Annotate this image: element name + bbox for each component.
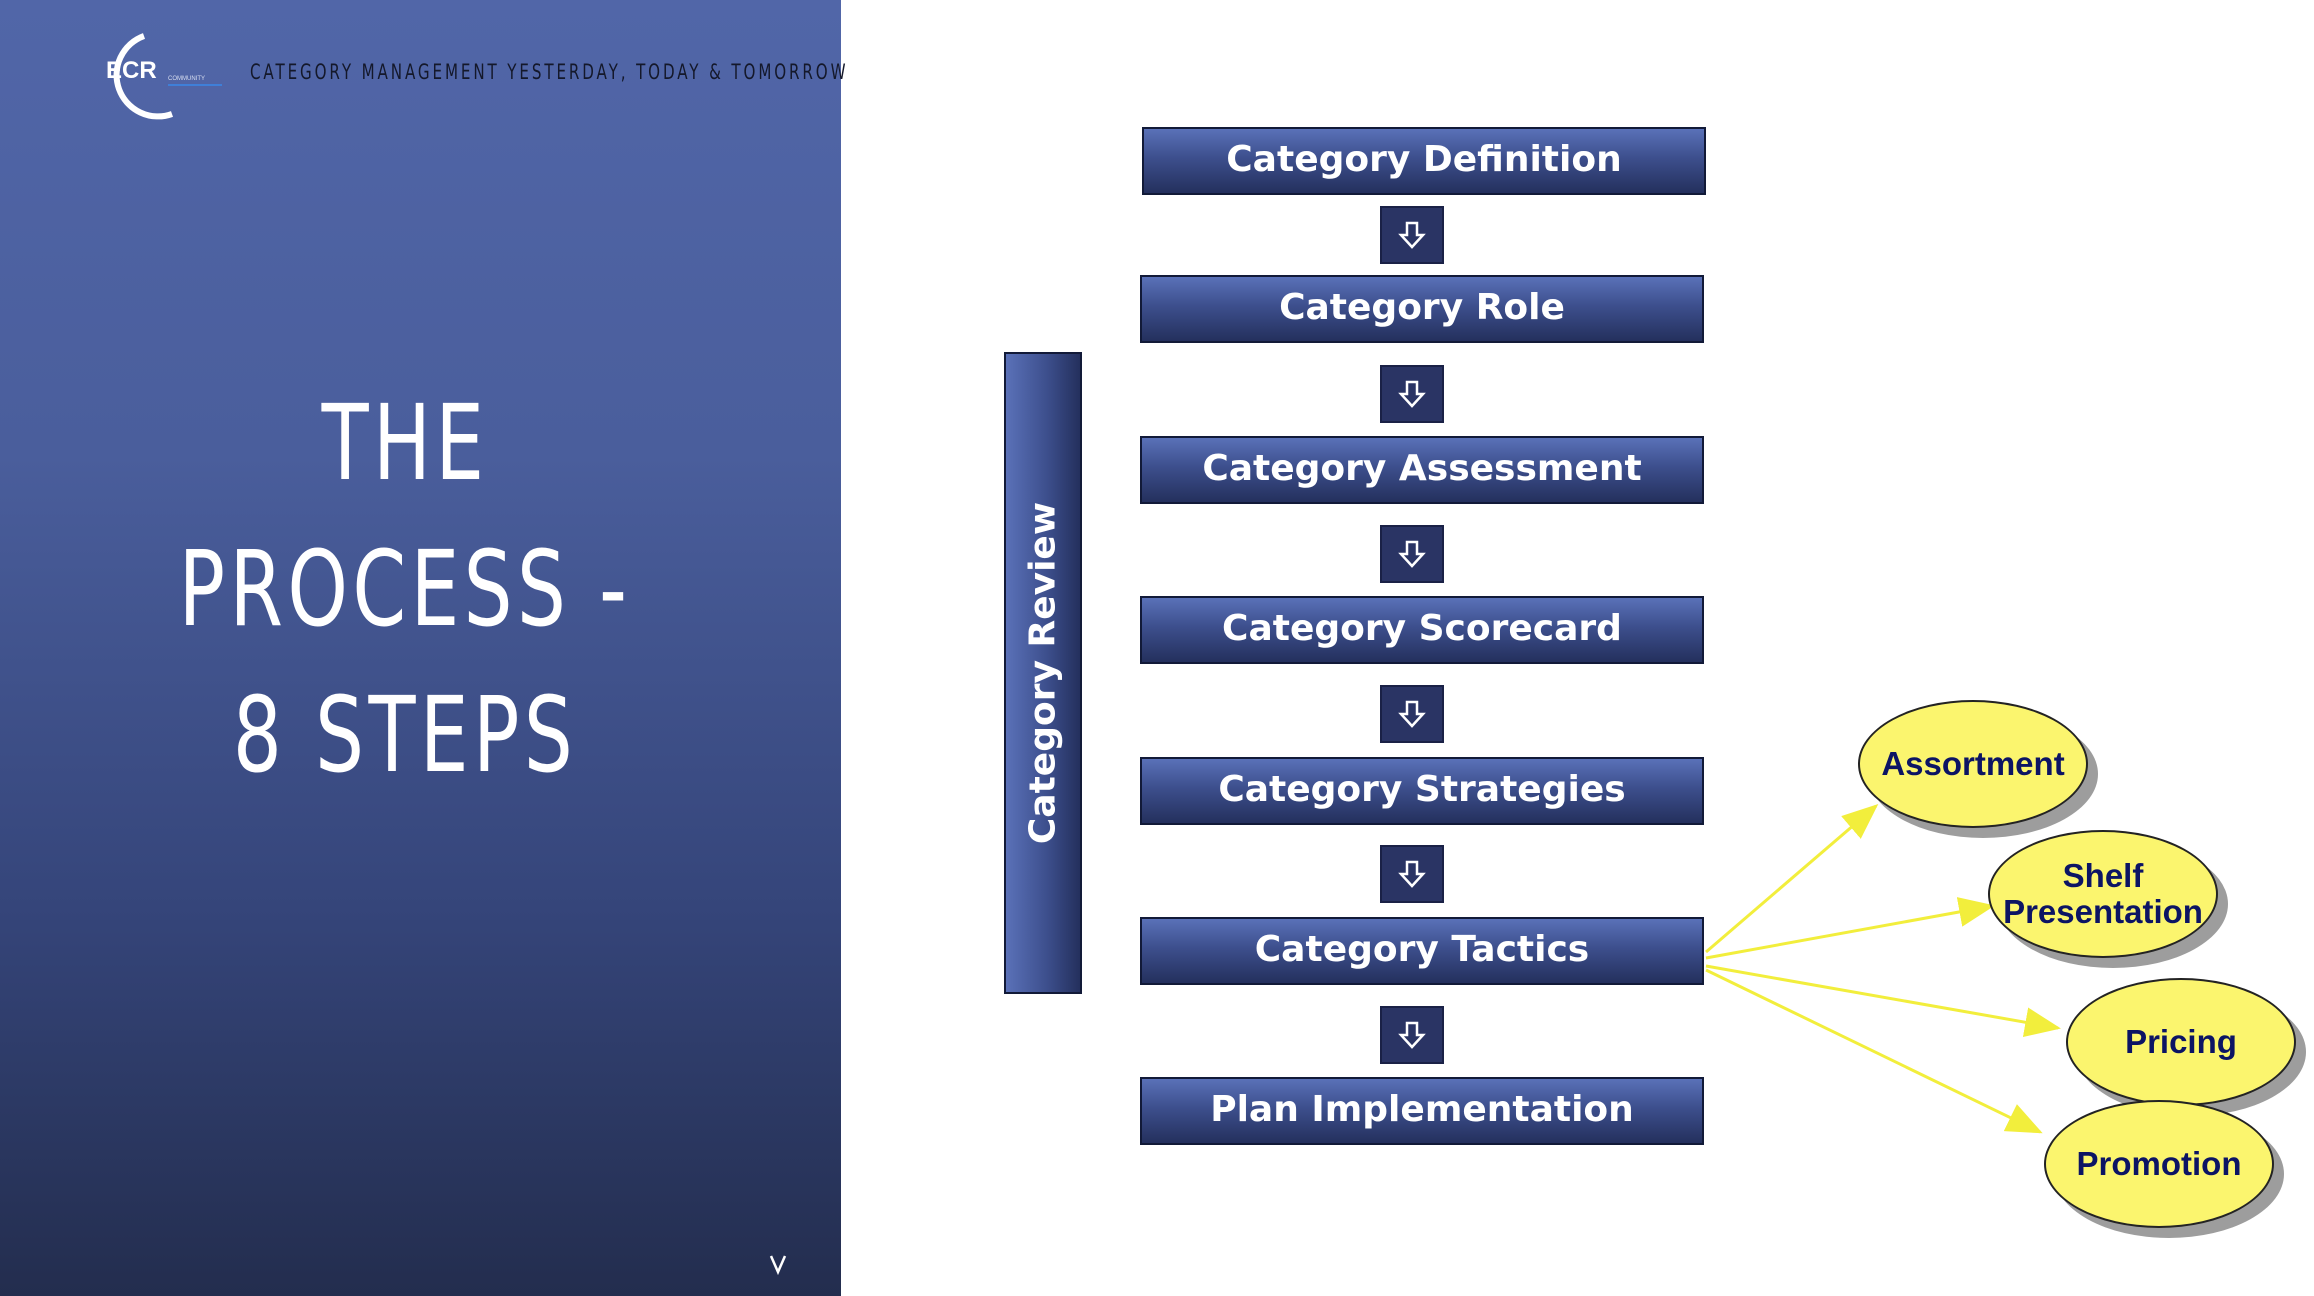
down-arrow-icon: [1380, 1006, 1444, 1064]
title-line-2: PROCESS -: [178, 528, 632, 650]
connector-shelf-presentation: [1705, 897, 1995, 960]
logo-subtext: COMMUNITY: [168, 76, 205, 82]
step-category-definition: Category Definition: [1142, 127, 1706, 195]
header-title: CATEGORY MANAGEMENT YESTERDAY, TODAY & T…: [250, 60, 849, 84]
step-plan-implementation: Plan Implementation: [1140, 1077, 1704, 1145]
tactic-pricing: Pricing: [2066, 978, 2296, 1106]
chevron-down-icon: [769, 1255, 787, 1276]
down-arrow-icon: [1380, 365, 1444, 423]
tactic-shelf-presentation: Shelf Presentation: [1988, 830, 2218, 958]
tactic-promotion: Promotion: [2044, 1100, 2274, 1228]
step-category-scorecard: Category Scorecard: [1140, 596, 1704, 664]
step-category-tactics: Category Tactics: [1140, 917, 1704, 985]
step-category-strategies: Category Strategies: [1140, 757, 1704, 825]
logo-underline: [168, 84, 222, 86]
down-arrow-icon: [1380, 525, 1444, 583]
category-review-label: Category Review: [1022, 501, 1064, 845]
ecr-logo: ECR COMMUNITY: [106, 33, 222, 120]
connector-promotion: [1705, 968, 2043, 1134]
logo-text: ECR: [106, 57, 157, 84]
title-line-1: THE: [321, 382, 489, 504]
slide-title: THE PROCESS - 8 STEPS: [0, 370, 810, 808]
category-review-bar: Category Review: [1004, 352, 1082, 994]
down-arrow-icon: [1380, 685, 1444, 743]
down-arrow-icon: [1380, 206, 1444, 264]
step-category-role: Category Role: [1140, 275, 1704, 343]
connector-pricing: [1705, 964, 2061, 1038]
down-arrow-icon: [1380, 845, 1444, 903]
connector-assortment: [1705, 804, 1879, 954]
title-line-3: 8 STEPS: [232, 674, 578, 796]
step-category-assessment: Category Assessment: [1140, 436, 1704, 504]
title-panel: ECR COMMUNITY THE PROCESS - 8 STEPS: [0, 0, 841, 1296]
tactic-assortment: Assortment: [1858, 700, 2088, 828]
